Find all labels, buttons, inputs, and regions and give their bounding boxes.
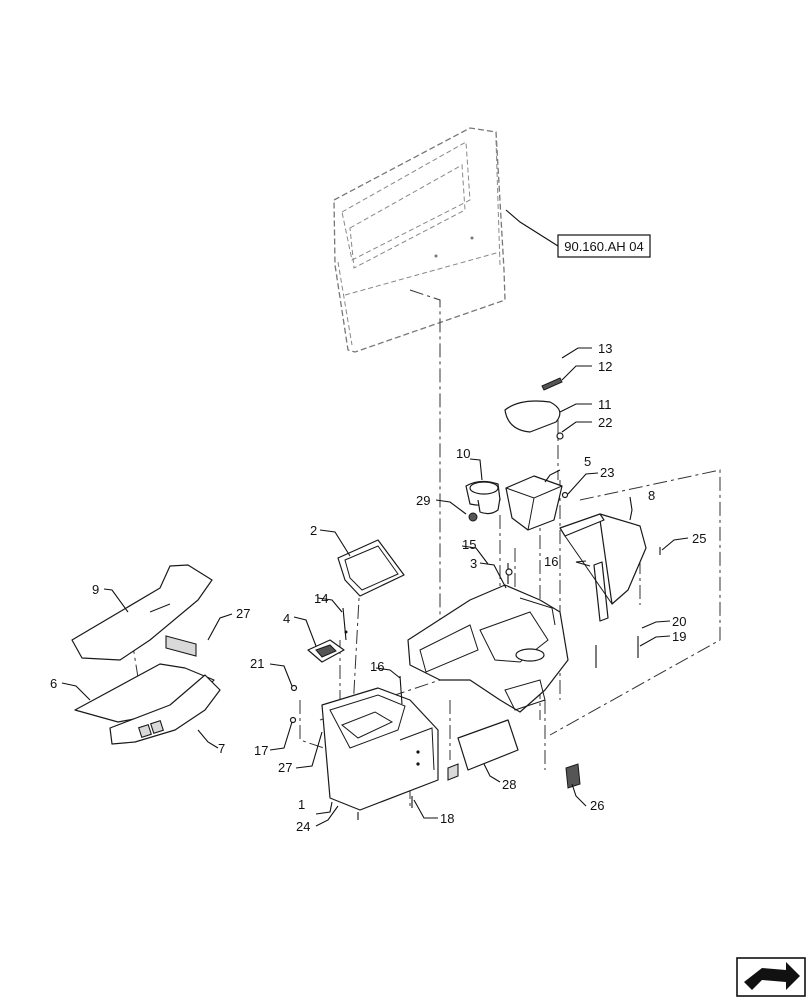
part-7-cover [109,674,221,745]
callout-7[interactable]: 7 [218,741,225,756]
callout-20[interactable]: 20 [672,614,686,629]
part-10-cup-holder [465,480,501,515]
part-16-trim-strip [593,561,609,622]
callout-5[interactable]: 5 [584,454,591,469]
part-27-bracket [165,635,197,657]
callout-11[interactable]: 11 [598,397,612,412]
callout-19[interactable]: 19 [672,629,686,644]
part-29-clip [468,512,478,522]
callout-4[interactable]: 4 [283,611,290,626]
callout-24[interactable]: 24 [296,819,310,834]
callout-15[interactable]: 15 [462,537,476,552]
part-12-latch [541,377,563,391]
callout-27-left[interactable]: 27 [236,606,250,621]
callout-3[interactable]: 3 [470,556,477,571]
navigation-arrow-icon[interactable] [736,957,806,997]
part-8-side-panel [559,513,647,605]
callout-leaders [61,347,689,827]
part-14-rod [342,607,348,641]
part-3-upper-console [407,584,569,713]
callout-2[interactable]: 2 [310,523,317,538]
part-26-switch [565,763,581,789]
part-4-boot [307,639,345,663]
callout-14[interactable]: 14 [314,591,328,606]
callout-9[interactable]: 9 [92,582,99,597]
part-28-pad [457,719,519,771]
callout-12[interactable]: 12 [598,359,612,374]
fasteners [289,491,661,820]
callout-18[interactable]: 18 [440,811,454,826]
callout-27-right[interactable]: 27 [278,760,292,775]
callout-22[interactable]: 22 [598,415,612,430]
part-5-storage-bin [505,475,563,531]
part-2-mat [337,539,405,597]
callout-13[interactable]: 13 [598,341,612,356]
reference-label-box[interactable]: 90.160.AH 04 [505,209,651,258]
callout-17[interactable]: 17 [254,743,268,758]
cab-rear-wall-phantom [333,127,506,353]
callout-21[interactable]: 21 [250,656,264,671]
callout-6[interactable]: 6 [50,676,57,691]
callout-25[interactable]: 25 [692,531,706,546]
callout-16-right[interactable]: 16 [544,554,558,569]
callout-numbers: 1 2 3 4 5 6 7 8 9 10 11 12 13 14 15 16 1… [50,341,706,834]
callout-8[interactable]: 8 [648,488,655,503]
part-11-lid [504,400,561,433]
part-22-screw [556,432,564,440]
callout-29[interactable]: 29 [416,493,430,508]
part-1-lower-console [321,687,459,811]
callout-28[interactable]: 28 [502,777,516,792]
callout-10[interactable]: 10 [456,446,470,461]
callout-23[interactable]: 23 [600,465,614,480]
callout-26[interactable]: 26 [590,798,604,813]
callout-16-left[interactable]: 16 [370,659,384,674]
reference-label: 90.160.AH 04 [564,239,644,254]
callout-1[interactable]: 1 [298,797,305,812]
part-9-panel [71,564,213,661]
